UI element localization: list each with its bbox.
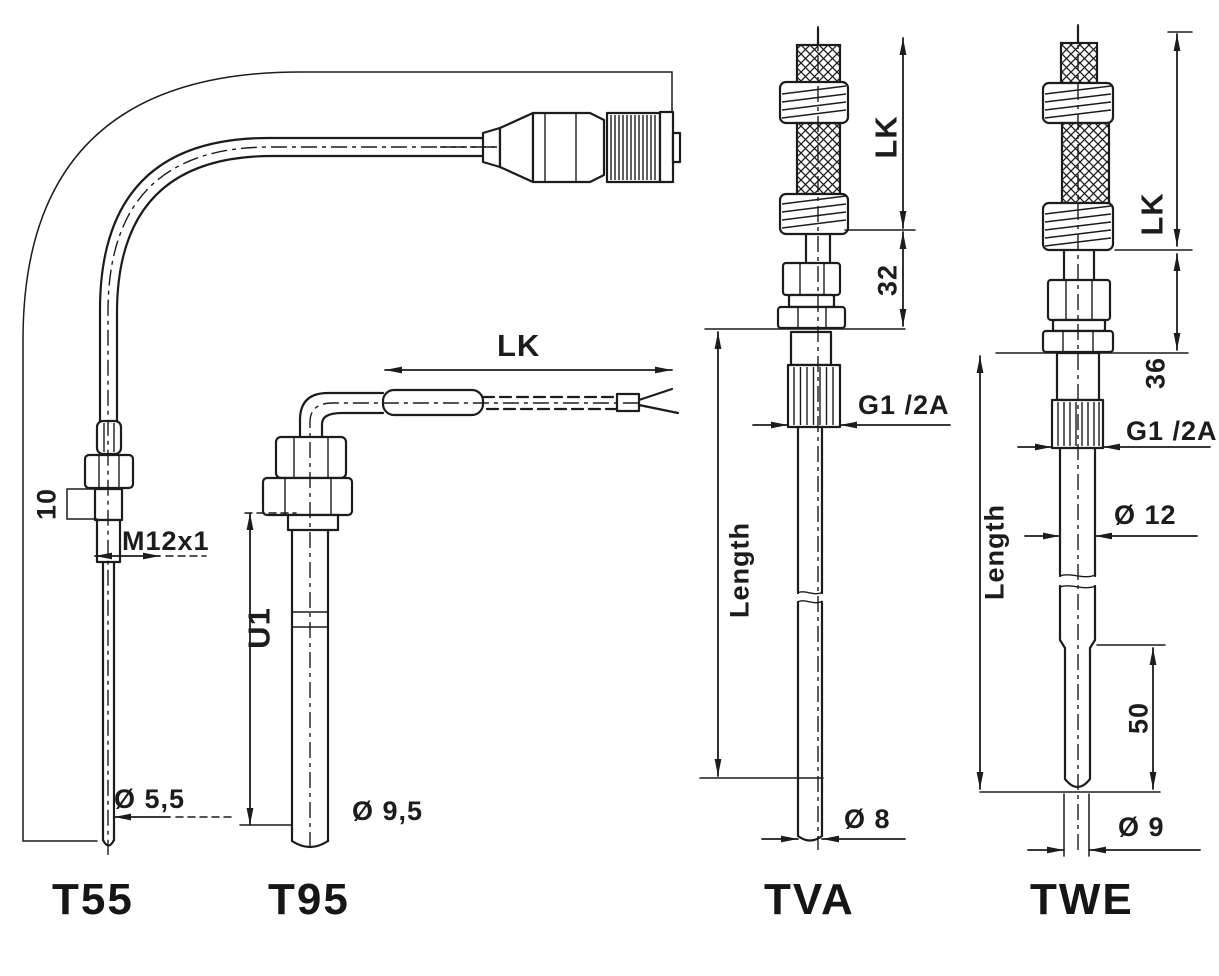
twe-thread-dim-label: G1 /2A xyxy=(1126,416,1218,446)
tva-thread-dim-label: G1 /2A xyxy=(858,390,950,420)
twe-tip-length-dim-label: 50 xyxy=(1123,701,1154,735)
t95-cable-length-dim-label: LK xyxy=(497,328,541,363)
twe-hex-offset-dim-label: 36 xyxy=(1140,356,1171,390)
tva-part-name: TVA xyxy=(764,875,855,924)
tva-cable-length-dim-label: LK xyxy=(868,115,904,159)
t95-centerline xyxy=(309,402,640,848)
tva-tip-diameter-dim-label: Ø 8 xyxy=(844,804,891,834)
t95-dimensions xyxy=(239,366,673,826)
twe-length-dim-label: Length xyxy=(979,504,1010,600)
twe-dimensions xyxy=(976,31,1211,854)
t55-connector-plug xyxy=(481,110,682,184)
tva-process-connection xyxy=(776,261,847,429)
t95-fitting xyxy=(261,435,354,532)
t95-bend-inner-edge xyxy=(320,411,385,440)
t55-outer-bend-line xyxy=(22,71,673,842)
t95-figure xyxy=(239,366,680,849)
t55-probe-body xyxy=(83,419,135,847)
t95-bend-outer-edge xyxy=(298,391,385,440)
t55-tip-diameter-dim-label: Ø 5,5 xyxy=(114,784,186,814)
tva-probe-tube xyxy=(796,425,824,842)
t95-wire-ends xyxy=(637,387,680,415)
twe-figure xyxy=(976,24,1211,857)
tva-dimensions xyxy=(699,37,951,843)
t95-probe-tube xyxy=(290,528,330,849)
twe-tip-diameter-dim-label: Ø 9 xyxy=(1118,812,1165,842)
t95-immersion-dim-label: U1 xyxy=(241,607,277,649)
twe-part-name: TWE xyxy=(1030,875,1134,924)
t55-figure xyxy=(22,71,682,855)
twe-cable-length-dim-label: LK xyxy=(1134,192,1170,236)
t95-part-name: T95 xyxy=(268,875,350,924)
t55-thread-dim-label: M12x1 xyxy=(122,526,210,556)
t55-dimensions xyxy=(66,488,234,821)
t55-part-name: T55 xyxy=(52,875,134,924)
t55-neck-height-dim-label: 10 xyxy=(31,487,62,521)
t95-tip-diameter-dim-label: Ø 9,5 xyxy=(352,796,424,826)
t55-cable-outer-edge xyxy=(98,136,485,423)
t55-centerline xyxy=(107,146,497,855)
tva-length-dim-label: Length xyxy=(724,522,755,618)
tva-cable-assembly xyxy=(778,26,850,265)
twe-shaft-diameter-dim-label: Ø 12 xyxy=(1114,500,1177,530)
tva-figure xyxy=(699,26,951,850)
tva-hex-offset-dim-label: 32 xyxy=(872,263,903,297)
t55-cable-inner-edge xyxy=(115,154,485,423)
